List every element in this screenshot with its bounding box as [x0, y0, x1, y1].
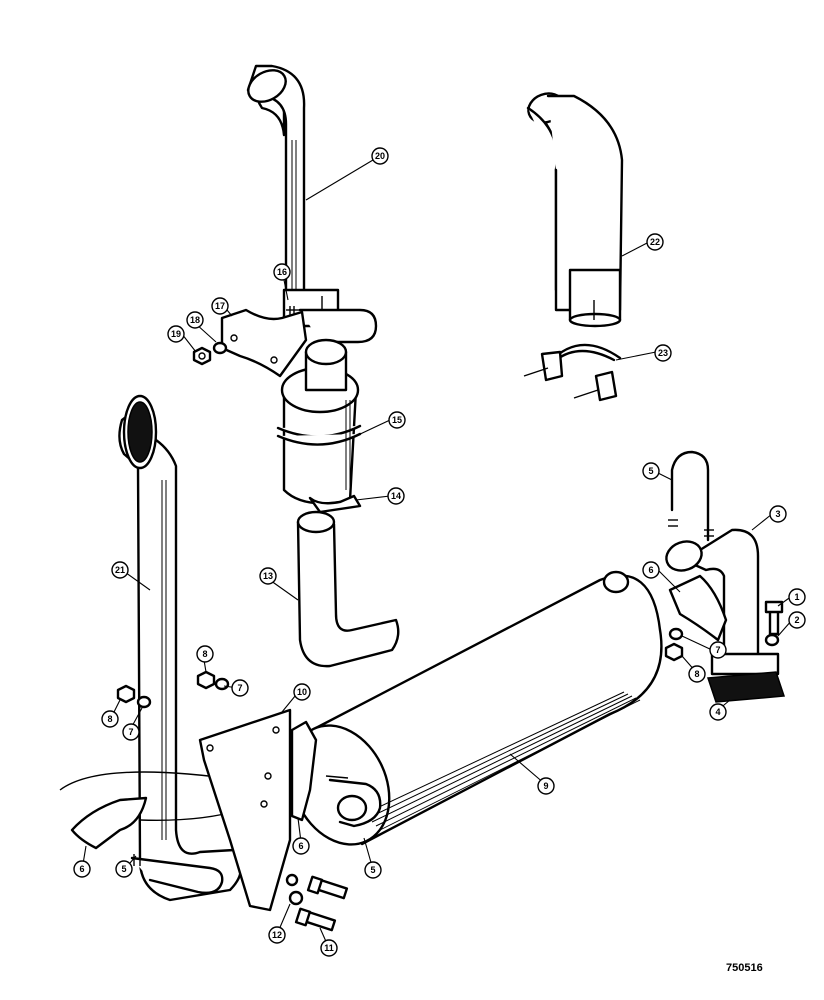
- svg-text:14: 14: [391, 491, 401, 501]
- callout-9: 9: [537, 777, 555, 795]
- elbow-pipe-13: [296, 510, 400, 668]
- callout-19: 19: [167, 325, 185, 343]
- callout-7-right: 7: [709, 641, 727, 659]
- svg-text:7: 7: [237, 683, 242, 693]
- washer-7-left: [136, 695, 152, 709]
- exhaust-stack-21: [118, 394, 243, 902]
- u-bolt-5-left: [130, 854, 224, 895]
- clamp-23: [523, 343, 622, 402]
- svg-text:5: 5: [648, 466, 653, 476]
- callout-12: 12: [268, 926, 286, 944]
- callout-14: 14: [387, 487, 405, 505]
- svg-text:9: 9: [543, 781, 548, 791]
- callout-6-middle: 6: [292, 837, 310, 855]
- callout-3: 3: [769, 505, 787, 523]
- lock-washer-18: [212, 341, 228, 355]
- svg-text:16: 16: [277, 267, 287, 277]
- lock-washer-12-lower: [285, 873, 299, 887]
- svg-text:1: 1: [794, 592, 799, 602]
- callout-6-right: 6: [642, 561, 660, 579]
- exhaust-stack-22: [526, 92, 624, 328]
- nut-8-right: [664, 642, 684, 662]
- svg-text:7: 7: [715, 645, 720, 655]
- callout-6-left: 6: [73, 860, 91, 878]
- lock-washer-2: [764, 633, 780, 647]
- svg-text:8: 8: [107, 714, 112, 724]
- svg-text:6: 6: [79, 864, 84, 874]
- svg-text:20: 20: [375, 151, 385, 161]
- nut-8-bracket: [196, 670, 216, 690]
- svg-text:4: 4: [715, 707, 720, 717]
- callout-5-right: 5: [642, 462, 660, 480]
- svg-text:19: 19: [171, 329, 181, 339]
- svg-text:3: 3: [775, 509, 780, 519]
- u-bolt-5-middle: [325, 775, 382, 828]
- callout-8-right: 8: [688, 665, 706, 683]
- svg-text:8: 8: [202, 649, 207, 659]
- callout-7-bracket: 7: [231, 679, 249, 697]
- callout-15: 15: [388, 411, 406, 429]
- svg-text:18: 18: [190, 315, 200, 325]
- clamp-half-6-left: [70, 796, 148, 850]
- svg-text:6: 6: [298, 841, 303, 851]
- clamp-half-17: [220, 308, 308, 378]
- callout-13: 13: [259, 567, 277, 585]
- svg-text:8: 8: [694, 669, 699, 679]
- callout-23: 23: [654, 344, 672, 362]
- callout-11: 11: [320, 939, 338, 957]
- callout-22: 22: [646, 233, 664, 251]
- svg-text:5: 5: [121, 864, 126, 874]
- clamp-14: [308, 494, 362, 514]
- bracket-10: [198, 708, 292, 912]
- callout-21: 21: [111, 561, 129, 579]
- callout-20: 20: [371, 147, 389, 165]
- bolt-1: [764, 600, 784, 636]
- u-bolt-5-right: [668, 450, 714, 542]
- svg-text:15: 15: [392, 415, 402, 425]
- svg-text:6: 6: [648, 565, 653, 575]
- svg-text:11: 11: [324, 943, 334, 953]
- bolt-11: [294, 907, 337, 932]
- callout-18: 18: [186, 311, 204, 329]
- callout-5-middle: 5: [364, 861, 382, 879]
- elbow-3: [665, 528, 780, 676]
- callout-17: 17: [211, 297, 229, 315]
- callout-4: 4: [709, 703, 727, 721]
- svg-text:5: 5: [370, 865, 375, 875]
- callout-8-bracket: 8: [196, 645, 214, 663]
- callout-1: 1: [788, 588, 806, 606]
- clamp-half-6-middle: [290, 720, 318, 822]
- spark-arrester-15: [276, 338, 362, 505]
- svg-text:12: 12: [272, 930, 282, 940]
- svg-text:23: 23: [658, 348, 668, 358]
- callout-16: 16: [273, 263, 291, 281]
- nut-8-left: [116, 684, 136, 704]
- washer-7-right: [668, 627, 684, 641]
- clamp-half-6-right: [668, 574, 728, 642]
- figure-number: 750516: [726, 962, 763, 974]
- nut-19: [192, 346, 212, 366]
- callout-8-left: 8: [101, 710, 119, 728]
- callout-10: 10: [293, 683, 311, 701]
- svg-text:7: 7: [128, 727, 133, 737]
- callout-5-left: 5: [115, 860, 133, 878]
- u-bolt-16: [286, 306, 378, 344]
- svg-text:17: 17: [215, 301, 225, 311]
- washer-7-bracket: [214, 677, 230, 691]
- svg-text:21: 21: [115, 565, 125, 575]
- callout-2: 2: [788, 611, 806, 629]
- lock-washer-12: [288, 890, 304, 906]
- svg-text:2: 2: [794, 615, 799, 625]
- svg-text:10: 10: [297, 687, 307, 697]
- svg-text:22: 22: [650, 237, 660, 247]
- gasket-4: [706, 671, 786, 703]
- exhaust-stack-20: [246, 64, 340, 328]
- callout-7-left: 7: [122, 723, 140, 741]
- bolt-11-upper: [306, 875, 349, 900]
- svg-text:13: 13: [263, 571, 273, 581]
